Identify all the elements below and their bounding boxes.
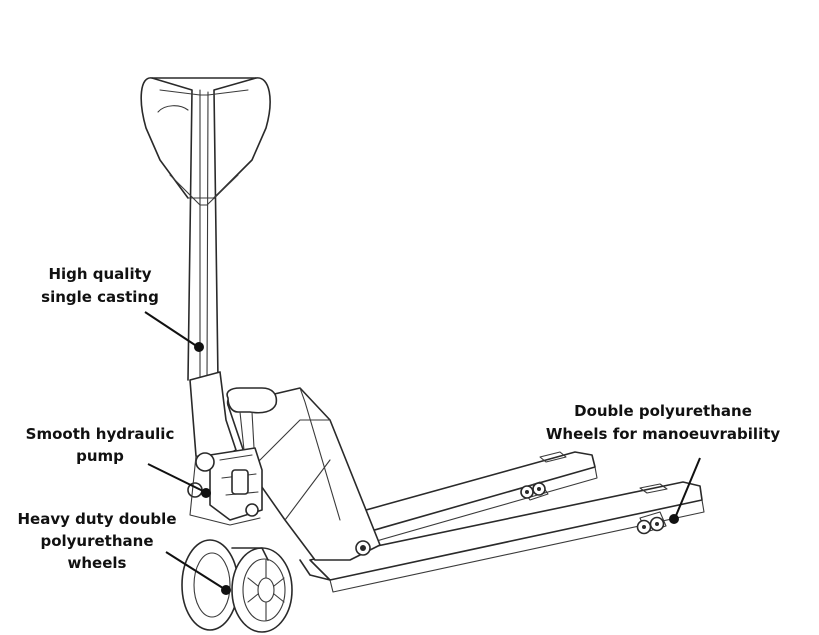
steer-wheel-front-icon [231,547,293,633]
fork-front [309,481,705,593]
callout-load-wheels-line1: Double polyurethane [574,402,752,420]
leader-pump [147,463,211,498]
callout-steer-wheels-line1: Heavy duty double [18,510,177,528]
leader-casting [144,311,204,352]
callout-steer-wheels-line3: wheels [68,554,127,572]
callout-pump-line1: Smooth hydraulic [26,425,175,443]
load-roller-front-icon [636,511,667,535]
steer-wheel-rear-icon [181,539,239,631]
callout-load-wheels-line2: Wheels for manoeuvrability [546,425,781,443]
leader-load-wheels [669,457,701,524]
callout-steer-wheels-line2: polyurethane [40,532,153,550]
leader-steer-wheels [165,551,231,595]
callout-casting-line2: single casting [41,288,159,306]
tiller-handle [140,77,271,381]
hydraulic-pump-assembly [187,371,278,526]
callout-pump-line2: pump [76,447,124,465]
callout-casting-line1: High quality [48,265,151,283]
load-roller-rear-icon [520,481,549,501]
